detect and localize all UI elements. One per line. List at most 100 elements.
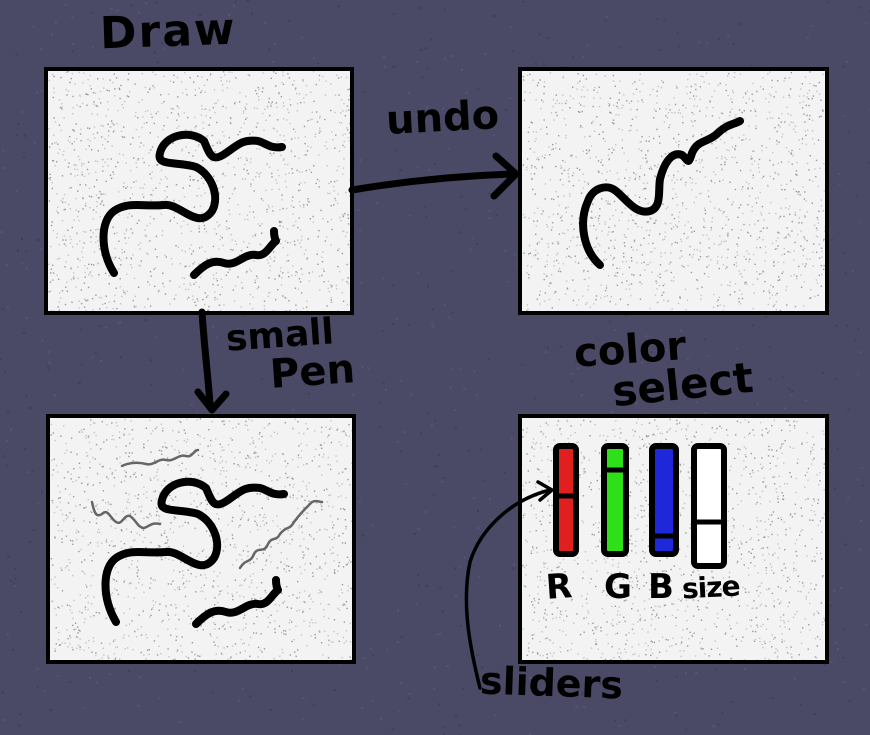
noise-dot — [510, 437, 513, 440]
panel-undo[interactable] — [518, 67, 829, 315]
speckle-dot — [579, 80, 581, 82]
speckle-dot — [72, 495, 75, 498]
speckle-dot — [741, 111, 743, 114]
speckle-dot — [242, 643, 244, 645]
speckle-dot — [66, 629, 68, 631]
noise-dot — [367, 367, 370, 370]
speckle-dot — [296, 92, 298, 95]
noise-dot — [842, 656, 845, 659]
speckle-dot — [695, 95, 698, 97]
speckle-dot — [279, 225, 281, 227]
speckle-dot — [101, 136, 103, 138]
speckle-dot — [54, 576, 56, 578]
speckle-dot — [122, 186, 125, 188]
speckle-dot — [652, 88, 654, 91]
speckle-dot — [569, 256, 571, 258]
speckle-dot — [280, 592, 283, 594]
speckle-dot — [568, 180, 570, 183]
speckle-dot — [71, 646, 73, 649]
noise-dot — [686, 397, 689, 400]
speckle-dot — [249, 575, 251, 577]
speckle-dot — [677, 112, 680, 114]
panel-small-pen[interactable] — [46, 414, 356, 664]
drawing-canvas[interactable] — [522, 71, 825, 311]
speckle-dot — [778, 276, 780, 278]
speckle-dot — [522, 164, 524, 166]
speckle-dot — [141, 474, 143, 476]
speckle-dot — [145, 235, 148, 238]
speckle-dot — [289, 543, 291, 545]
speckle-dot — [138, 219, 140, 222]
speckle-dot — [106, 439, 108, 441]
speckle-dot — [128, 583, 130, 585]
speckle-dot — [587, 289, 589, 291]
speckle-dot — [311, 118, 313, 120]
speckle-dot — [598, 133, 600, 135]
drawing-canvas[interactable] — [48, 71, 350, 311]
speckle-dot — [144, 536, 146, 539]
speckle-dot — [522, 75, 525, 78]
noise-dot — [358, 229, 361, 232]
speckle-dot — [48, 291, 50, 293]
speckle-dot — [334, 197, 336, 200]
speckle-dot — [278, 275, 281, 278]
speckle-dot — [110, 503, 112, 506]
speckle-dot — [166, 196, 168, 198]
noise-dot — [2, 308, 5, 311]
speckle-dot — [619, 298, 622, 300]
speckle-dot — [180, 225, 182, 228]
speckle-dot — [54, 165, 56, 167]
speckle-dot — [230, 118, 232, 120]
noise-dot — [317, 62, 320, 65]
speckle-dot — [108, 503, 110, 505]
speckle-dot — [697, 279, 699, 282]
speckle-dot — [712, 306, 715, 308]
speckle-dot — [548, 146, 550, 148]
speckle-dot — [794, 211, 797, 214]
speckle-dot — [562, 263, 564, 265]
speckle-dot — [200, 590, 202, 592]
speckle-dot — [656, 90, 658, 92]
speckle-dot — [320, 431, 323, 433]
speckle-dot — [259, 432, 261, 434]
speckle-dot — [560, 165, 562, 167]
speckle-dot — [287, 462, 289, 465]
speckle-dot — [81, 561, 83, 563]
noise-dot — [325, 375, 328, 378]
speckle-dot — [802, 186, 804, 188]
speckle-dot — [755, 127, 757, 130]
speckle-dot — [820, 205, 823, 207]
speckle-dot — [288, 77, 291, 79]
speckle-dot — [728, 149, 730, 152]
speckle-dot — [349, 122, 350, 125]
speckle-dot — [204, 598, 207, 600]
noise-dot — [32, 529, 35, 531]
speckle-dot — [219, 462, 221, 464]
noise-dot — [47, 365, 50, 368]
speckle-dot — [784, 77, 786, 79]
speckle-dot — [223, 623, 225, 626]
speckle-dot — [175, 607, 177, 609]
speckle-dot — [219, 309, 222, 311]
speckle-dot — [343, 140, 345, 143]
speckle-dot — [722, 310, 724, 311]
speckle-dot — [194, 301, 196, 303]
speckle-dot — [150, 149, 152, 151]
speckle-dot — [160, 556, 162, 559]
speckle-dot — [175, 607, 178, 609]
panel-draw[interactable] — [44, 67, 354, 315]
speckle-dot — [180, 421, 182, 423]
speckle-dot — [73, 219, 75, 221]
noise-dot — [392, 13, 395, 16]
speckle-dot — [328, 428, 331, 430]
speckle-dot — [282, 272, 284, 274]
speckle-dot — [660, 86, 663, 89]
speckle-dot — [798, 222, 800, 224]
speckle-dot — [76, 138, 78, 140]
speckle-dot — [577, 110, 580, 113]
speckle-dot — [676, 204, 678, 206]
speckle-dot — [243, 168, 245, 170]
speckle-dot — [212, 544, 214, 546]
speckle-dot — [783, 253, 786, 255]
speckle-dot — [622, 261, 624, 263]
